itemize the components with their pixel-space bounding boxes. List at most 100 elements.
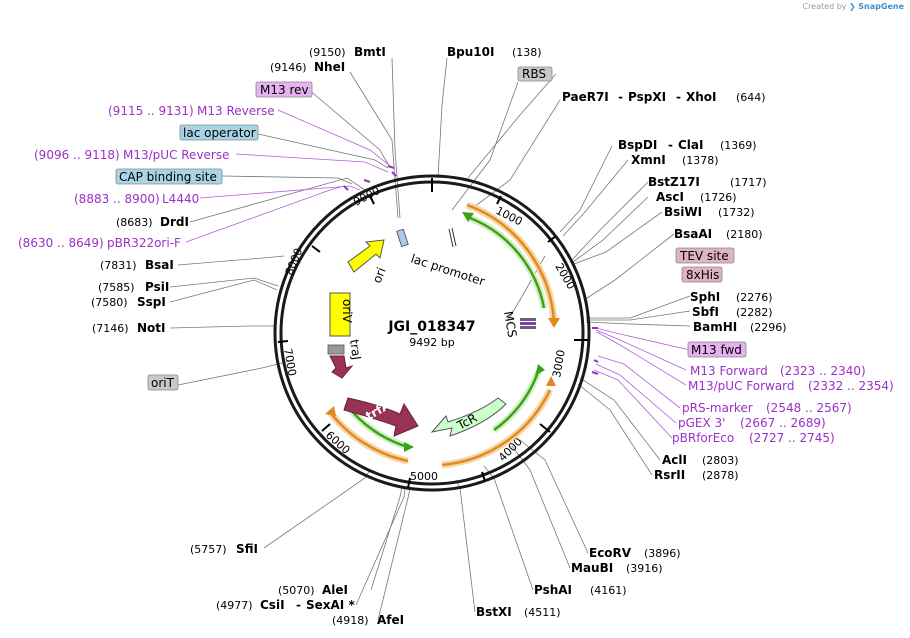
enzyme-pos: (4161) xyxy=(590,584,627,597)
enzyme-name: SexAI * xyxy=(306,598,355,612)
box-orit-text: oriT xyxy=(151,376,175,390)
enzyme-pos: (138) xyxy=(512,46,542,59)
enzyme-name: BmtI xyxy=(354,45,386,59)
mcs-marker: MCS xyxy=(501,310,536,338)
traj-arrow: traJ xyxy=(327,338,364,379)
enzyme-name: MauBI xyxy=(571,561,613,575)
enzyme-name: CsiI xyxy=(260,598,285,612)
enzyme-name: PshAI xyxy=(534,583,572,597)
box-tev-text: TEV site xyxy=(679,249,729,263)
primer-range: (2323 .. 2340) xyxy=(780,364,866,378)
tick-label: 8000 xyxy=(283,246,306,277)
enzyme-name: XhoI xyxy=(686,90,717,104)
primer-range: (8883 .. 8900) xyxy=(74,192,160,206)
orange-feature-arc-top xyxy=(465,201,560,328)
enzyme-sep: - xyxy=(618,90,623,104)
enzyme-pos: (1369) xyxy=(720,139,757,152)
primer-name: M13 Reverse xyxy=(197,104,275,118)
enzyme-sep: - xyxy=(668,138,673,152)
enzyme-name: SphI xyxy=(690,290,720,304)
plasmid-length: 9492 bp xyxy=(409,336,454,349)
enzyme-pos: (1732) xyxy=(718,206,755,219)
enzyme-name: ClaI xyxy=(678,138,703,152)
ori-label: ori xyxy=(370,265,389,285)
box-cap-text: CAP binding site xyxy=(119,170,217,184)
enzyme-name: EcoRV xyxy=(589,546,632,560)
enzyme-name: SspI xyxy=(137,295,166,309)
box-tev: TEV site xyxy=(675,247,735,264)
enzyme-name: NheI xyxy=(314,60,345,74)
enzyme-pos: (2180) xyxy=(726,228,763,241)
enzyme-name: AleI xyxy=(322,583,348,597)
enzyme-name: NotI xyxy=(137,321,166,335)
primer-range: (8630 .. 8649) xyxy=(18,236,104,250)
tick-label: 3000 xyxy=(550,349,568,379)
tick-label: 9000 xyxy=(351,184,382,209)
leader-lines xyxy=(169,57,691,621)
primer-name: pRS-marker xyxy=(682,401,753,415)
primer-range: (9096 .. 9118) xyxy=(34,148,120,162)
enzyme-name: XmnI xyxy=(631,153,666,167)
primer-range: (2727 .. 2745) xyxy=(749,431,835,445)
enzyme-pos: (4918) xyxy=(332,614,369,627)
lac-promoter-marker: lac promoter xyxy=(396,227,486,289)
enzyme-name: BstZ17I xyxy=(648,175,700,189)
enzyme-pos: (3916) xyxy=(626,562,663,575)
snapgene-logo-icon: ❯ xyxy=(849,2,856,11)
enzyme-pos: (9146) xyxy=(270,61,307,74)
enzyme-name: BspDI xyxy=(618,138,657,152)
enzyme-pos: (4511) xyxy=(524,606,561,619)
oriv-label: oriV xyxy=(340,299,354,324)
enzyme-pos: (7585) xyxy=(98,281,135,294)
primer-name: L4440 xyxy=(162,192,199,206)
enzyme-pos: (7831) xyxy=(100,259,137,272)
credit-prefix: Created by xyxy=(802,2,847,11)
primer-range: (9115 .. 9131) xyxy=(108,104,194,118)
enzyme-name: RsrII xyxy=(654,468,685,482)
mcs-label: MCS xyxy=(501,310,519,338)
enzyme-name: PaeR7I xyxy=(562,90,609,104)
enzyme-name: BamHI xyxy=(693,320,737,334)
enzyme-sep: - xyxy=(676,90,681,104)
enzyme-pos: (7146) xyxy=(92,322,129,335)
oriv-box: oriV xyxy=(329,292,354,337)
enzyme-name: BsaI xyxy=(145,258,174,272)
enzyme-pos: (2282) xyxy=(736,306,773,319)
major-ticks xyxy=(277,178,588,489)
primer-name: pGEX 3' xyxy=(678,416,725,430)
enzyme-pos: (1717) xyxy=(730,176,767,189)
traj-label: traJ xyxy=(347,338,364,360)
box-m13rev: M13 rev xyxy=(255,81,313,98)
box-orit: oriT xyxy=(147,374,179,391)
primer-range: (2667 .. 2689) xyxy=(740,416,826,430)
enzyme-name: AfeI xyxy=(377,613,404,627)
enzyme-name: SbfI xyxy=(692,305,719,319)
enzyme-pos: (2296) xyxy=(750,321,787,334)
enzyme-name: PsiI xyxy=(145,280,169,294)
orange-feature-arc-left xyxy=(325,406,409,465)
enzyme-name: DrdI xyxy=(160,215,189,229)
box-cap: CAP binding site xyxy=(115,168,223,185)
primer-range: (2548 .. 2567) xyxy=(766,401,852,415)
green-feature-arc-top xyxy=(462,212,548,309)
enzyme-pos: (8683) xyxy=(116,216,153,229)
tick-label: 7000 xyxy=(281,347,299,377)
primer-name: pBRforEco xyxy=(672,431,734,445)
enzyme-name: BstXI xyxy=(476,605,512,619)
box-rbs-text: RBS xyxy=(522,67,546,81)
enzyme-name: Bpu10I xyxy=(447,45,494,59)
credit: Created by ❯ SnapGene xyxy=(802,2,904,11)
enzyme-pos: (4977) xyxy=(216,599,253,612)
enzyme-labels: (9150) BmtI (9146) NheI Bpu10I (138) Pae… xyxy=(91,45,787,627)
enzyme-pos: (3896) xyxy=(644,547,681,560)
orange-feature-arc-bottom xyxy=(441,376,556,469)
box-m13fwd-text: M13 fwd xyxy=(691,343,742,357)
box-lac-operator: lac operator xyxy=(179,124,259,141)
enzyme-pos: (5757) xyxy=(190,543,227,556)
enzyme-name: BsaAI xyxy=(674,227,712,241)
primer-name: M13/pUC Forward xyxy=(688,379,795,393)
box-m13fwd: M13 fwd xyxy=(687,341,747,358)
enzyme-pos: (644) xyxy=(736,91,766,104)
primer-range: (2332 .. 2354) xyxy=(808,379,894,393)
